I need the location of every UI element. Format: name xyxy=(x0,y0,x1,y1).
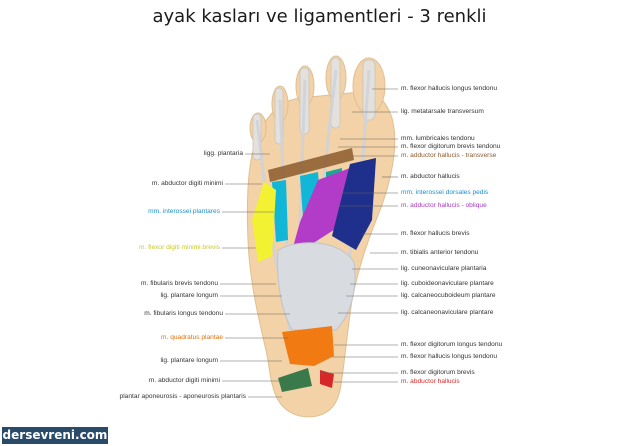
label-lumbricales: mm. lumbricales tendonu xyxy=(401,135,475,142)
label-fdl-tendon: m. flexor digitorum longus tendonu xyxy=(401,341,503,348)
label-flexor-digiti-minimi-brevis: m. flexor digiti minimi brevis xyxy=(139,244,220,251)
plantar-ligaments xyxy=(277,242,356,331)
label-abductor-hallucis-2: m. abductor hallucis xyxy=(401,378,460,385)
label-adductor-transverse: m. adductor hallucis - transverse xyxy=(401,152,497,159)
interossei-plantares xyxy=(272,180,288,242)
adductor-hallucis-oblique xyxy=(290,168,350,258)
label-plantare-longum-1: lig. plantare longum xyxy=(160,292,218,299)
label-calcaneocuboideum: lig. calcaneocuboideum plantare xyxy=(401,292,496,299)
label-plantar-aponeurosis: plantar aponeurosis - aponeurosis planta… xyxy=(119,393,246,400)
label-tibialis-anterior: m. tibialis anterior tendonu xyxy=(401,249,479,256)
leader-lines xyxy=(220,88,398,398)
label-calcaneonaviculare: lig. calcaneonaviculare plantare xyxy=(401,309,494,316)
label-fibularis-brevis: m. fibularis brevis tendonu xyxy=(141,280,218,287)
flexor-hallucis-brevis xyxy=(332,158,376,250)
flexor-digiti-minimi-brevis xyxy=(252,182,276,262)
label-plantare-longum-2: lig. plantare longum xyxy=(160,357,218,364)
label-adductor-oblique: m. adductor hallucis - oblique xyxy=(401,202,487,209)
label-abductor-digiti-minimi: m. abductor digiti minimi xyxy=(151,180,223,187)
label-flexor-hallucis-brevis: m. flexor hallucis brevis xyxy=(401,230,470,237)
label-cuneonaviculare: lig. cuneonaviculare plantaria xyxy=(401,265,487,272)
label-abductor-hallucis-1: m. abductor hallucis xyxy=(401,173,460,180)
label-fdb: m. flexor digitorum brevis xyxy=(401,369,475,376)
label-ligg-plantaria: ligg. plantaria xyxy=(203,150,243,157)
label-fhl-tendon-2: m. flexor hallucis longus tendonu xyxy=(401,353,498,360)
quadratus-plantae xyxy=(282,326,334,366)
abductor-digiti-minimi-heel xyxy=(278,368,312,392)
label-quadratus-plantae: m. quadratus plantae xyxy=(161,334,223,341)
label-interossei-dorsales: mm. interossei dorsales pedis xyxy=(401,189,489,196)
page-title: ayak kasları ve ligamentleri - 3 renkli xyxy=(152,6,487,27)
label-metatarsale-transversum: lig. metatarsale transversum xyxy=(401,108,484,115)
label-fdb-tendon: m. flexor digitorum brevis tendonu xyxy=(401,143,501,150)
label-interossei-plantares: mm. interossei plantares xyxy=(148,208,220,215)
abductor-hallucis-heel xyxy=(320,370,334,388)
label-fhl-tendon-1: m. flexor hallucis longus tendonu xyxy=(401,85,498,92)
label-abductor-digiti-minimi-2: m. abductor digiti minimi xyxy=(148,377,220,384)
label-cuboideonaviculare: lig. cuboideonaviculare plantare xyxy=(401,280,494,287)
adductor-hallucis-transverse xyxy=(268,148,354,182)
site-watermark[interactable]: dersevreni.com xyxy=(2,427,108,444)
label-fibularis-longus: m. fibularis longus tendonu xyxy=(144,310,223,317)
